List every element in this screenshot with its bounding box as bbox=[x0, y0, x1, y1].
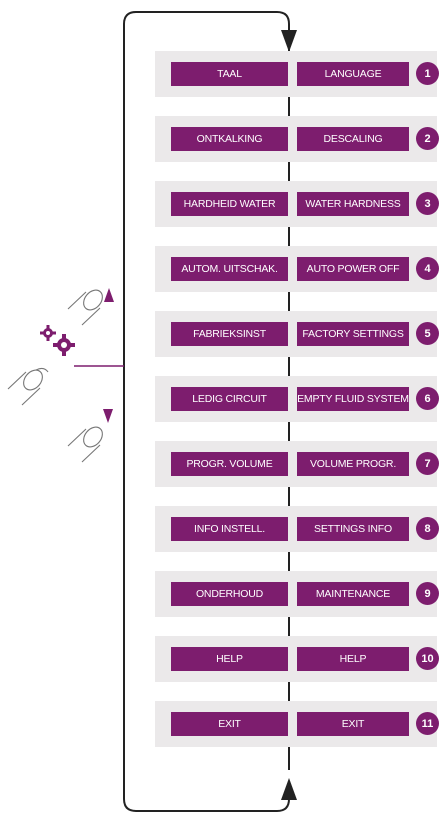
menu-item-dutch-label[interactable]: FABRIEKSINST bbox=[171, 322, 288, 346]
menu-item-dutch-label[interactable]: ONDERHOUD bbox=[171, 582, 288, 606]
top-arrow-icon bbox=[281, 30, 297, 52]
bottom-arrow-icon bbox=[281, 778, 297, 800]
menu-item-english-label[interactable]: AUTO POWER OFF bbox=[297, 257, 409, 281]
menu-item-number-badge: 8 bbox=[416, 517, 439, 540]
menu-item-english-label[interactable]: EMPTY FLUID SYSTEM bbox=[297, 387, 409, 411]
menu-item-english-label[interactable]: SETTINGS INFO bbox=[297, 517, 409, 541]
menu-item-dutch-label[interactable]: ONTKALKING bbox=[171, 127, 288, 151]
menu-item-english-label[interactable]: MAINTENANCE bbox=[297, 582, 409, 606]
menu-item-dutch-label[interactable]: EXIT bbox=[171, 712, 288, 736]
menu-item-number-badge: 11 bbox=[416, 712, 439, 735]
menu-item-number-badge: 2 bbox=[416, 127, 439, 150]
menu-item-number-badge: 9 bbox=[416, 582, 439, 605]
menu-item-dutch-label[interactable]: TAAL bbox=[171, 62, 288, 86]
menu-item-english-label[interactable]: HELP bbox=[297, 647, 409, 671]
arrow-up-icon bbox=[104, 288, 114, 302]
menu-item-dutch-label[interactable]: PROGR. VOLUME bbox=[171, 452, 288, 476]
menu-item-dutch-label[interactable]: AUTOM. UITSCHAK. bbox=[171, 257, 288, 281]
menu-item-english-label[interactable]: VOLUME PROGR. bbox=[297, 452, 409, 476]
gear-icon bbox=[40, 325, 75, 356]
finger-down-icon bbox=[67, 426, 103, 463]
menu-item-number-badge: 5 bbox=[416, 322, 439, 345]
menu-item-english-label[interactable]: FACTORY SETTINGS bbox=[297, 322, 409, 346]
menu-item-dutch-label[interactable]: INFO INSTELL. bbox=[171, 517, 288, 541]
finger-press-icon bbox=[7, 367, 49, 406]
arrow-down-icon bbox=[103, 409, 113, 423]
menu-item-number-badge: 6 bbox=[416, 387, 439, 410]
menu-item-english-label[interactable]: EXIT bbox=[297, 712, 409, 736]
menu-item-number-badge: 7 bbox=[416, 452, 439, 475]
menu-item-dutch-label[interactable]: HELP bbox=[171, 647, 288, 671]
menu-item-english-label[interactable]: DESCALING bbox=[297, 127, 409, 151]
menu-item-english-label[interactable]: LANGUAGE bbox=[297, 62, 409, 86]
menu-item-number-badge: 10 bbox=[416, 647, 439, 670]
finger-up-icon bbox=[67, 289, 103, 326]
menu-item-dutch-label[interactable]: HARDHEID WATER bbox=[171, 192, 288, 216]
menu-item-english-label[interactable]: WATER HARDNESS bbox=[297, 192, 409, 216]
menu-item-dutch-label[interactable]: LEDIG CIRCUIT bbox=[171, 387, 288, 411]
menu-item-number-badge: 1 bbox=[416, 62, 439, 85]
menu-item-number-badge: 3 bbox=[416, 192, 439, 215]
loop-path bbox=[123, 11, 290, 812]
menu-item-number-badge: 4 bbox=[416, 257, 439, 280]
